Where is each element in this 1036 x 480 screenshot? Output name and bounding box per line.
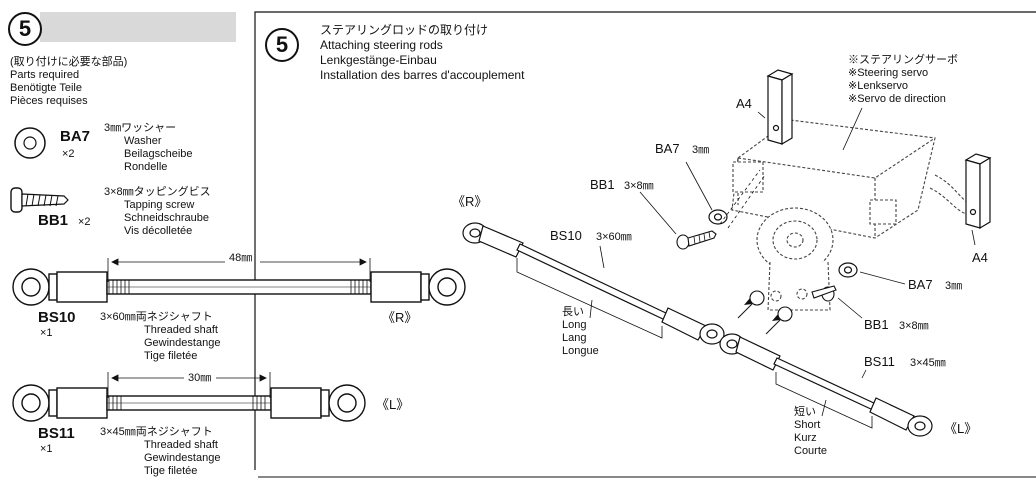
- rod-long-name-de: Gewindestange: [144, 337, 221, 349]
- rod-long-side: 《R》: [382, 310, 418, 325]
- screw-name-en: Tapping screw: [124, 199, 195, 211]
- rod-short-icon: [12, 384, 366, 422]
- screw-name-de: Schneidschraube: [124, 212, 210, 224]
- a4-top-label: A4: [736, 96, 752, 111]
- rod-short-name-de: Gewindestange: [144, 452, 221, 464]
- ba7-top-washer-icon: [708, 209, 728, 225]
- rod-short-name-jp: 3×45㎜両ネジシャフト: [100, 426, 213, 438]
- bs11-short-bracket: [775, 372, 873, 429]
- r-side-label: 《R》: [452, 194, 488, 209]
- short-label-en: Short: [794, 419, 821, 431]
- bs11-rod-icon: [719, 333, 933, 437]
- a4-right-label: A4: [972, 250, 988, 265]
- rod-long-name-fr: Tige filetée: [144, 350, 198, 362]
- screw-name-jp: 3×8㎜タッピングビス: [104, 186, 211, 198]
- short-label-de: Kurz: [794, 432, 817, 444]
- bs11-size: 3×45㎜: [910, 357, 946, 369]
- rod-long-code: BS10: [38, 309, 76, 326]
- left-step-header-bar: [40, 12, 236, 42]
- washer-name-fr: Rondelle: [124, 161, 168, 173]
- long-label-jp: 長い: [562, 306, 584, 318]
- washer-name-en: Washer: [124, 135, 162, 147]
- rod-long-dimension: [107, 258, 371, 282]
- bs11-label: BS11: [864, 354, 895, 369]
- rod-short-dimension: [107, 372, 271, 398]
- right-panel-frame: [254, 11, 1036, 470]
- ba7-right-label: BA7: [908, 277, 933, 292]
- screw-code: BB1: [38, 212, 69, 229]
- right-title-jp: ステアリングロッドの取り付け: [320, 23, 489, 37]
- screw-icon: [10, 187, 69, 213]
- rod-short-name-en: Threaded shaft: [144, 439, 218, 451]
- washer-code: BA7: [60, 128, 91, 145]
- parts-required-jp: (取り付けに必要な部品): [10, 56, 128, 68]
- long-label-fr: Longue: [562, 345, 599, 357]
- rod-long-qty: ×1: [40, 327, 53, 339]
- bb1-right-screw-icon: [811, 285, 837, 302]
- long-label-de: Lang: [562, 332, 587, 344]
- washer-name-de: Beilagscheibe: [124, 148, 193, 160]
- rod-short-qty: ×1: [40, 443, 53, 455]
- long-label-en: Long: [562, 319, 587, 331]
- right-step-badge: 5: [265, 28, 299, 62]
- short-label-fr: Courte: [794, 445, 828, 457]
- rod-long-icon: [12, 268, 466, 306]
- ball-connector-icon: [749, 290, 793, 322]
- rod-short-side: 《L》: [376, 397, 410, 412]
- a4-block-right-icon: [964, 153, 992, 230]
- rod-long-name-jp: 3×60㎜両ネジシャフト: [100, 311, 213, 323]
- a4-block-top-icon: [766, 69, 794, 146]
- parts-required-en: Parts required: [10, 69, 80, 81]
- ba7-top-label: BA7: [655, 141, 680, 156]
- washer-name-jp: 3㎜ワッシャー: [104, 122, 177, 134]
- rod-short-name-fr: Tige filetée: [144, 465, 198, 477]
- screw-name-fr: Vis décolletée: [124, 225, 193, 237]
- bs10-rod-icon: [462, 222, 725, 345]
- parts-required-de: Benötigte Teile: [10, 82, 82, 94]
- short-label-jp: 短い: [794, 406, 816, 418]
- right-title-fr: Installation des barres d'accouplement: [320, 68, 525, 82]
- servo-note-fr: ※Servo de direction: [848, 93, 946, 105]
- bb1-right-size: 3×8㎜: [899, 320, 929, 332]
- washer-icon: [14, 127, 46, 159]
- bs10-label: BS10: [550, 228, 582, 243]
- rod-long-length: 48㎜: [229, 252, 253, 264]
- ba7-top-size: 3㎜: [692, 144, 710, 156]
- servo-note-de: ※Lenkservo: [848, 80, 908, 92]
- l-side-label: 《L》: [944, 421, 978, 436]
- bb1-top-screw-icon: [676, 230, 717, 250]
- bs10-long-bracket: [516, 258, 663, 339]
- servo-note-jp: ※ステアリングサーボ: [848, 54, 958, 66]
- bb1-top-size: 3×8㎜: [624, 180, 654, 192]
- parts-required-fr: Pièces requises: [10, 95, 88, 107]
- bb1-right-label: BB1: [864, 317, 889, 332]
- rod-long-name-en: Threaded shaft: [144, 324, 218, 336]
- screw-qty: ×2: [78, 216, 91, 228]
- ba7-right-size: 3㎜: [945, 280, 963, 292]
- rod-short-code: BS11: [38, 425, 75, 442]
- servo-icon: [731, 119, 973, 311]
- rod-short-length: 30㎜: [188, 372, 212, 384]
- servo-note-en: ※Steering servo: [848, 67, 929, 79]
- right-title-de: Lenkgestänge-Einbau: [320, 53, 437, 67]
- ba7-right-washer-icon: [838, 262, 858, 278]
- bs10-size: 3×60㎜: [596, 231, 632, 243]
- servo-leader: [842, 107, 863, 151]
- right-title-en: Attaching steering rods: [320, 38, 443, 52]
- bb1-top-label: BB1: [590, 177, 615, 192]
- left-step-badge: 5: [8, 12, 42, 46]
- washer-qty: ×2: [62, 148, 75, 160]
